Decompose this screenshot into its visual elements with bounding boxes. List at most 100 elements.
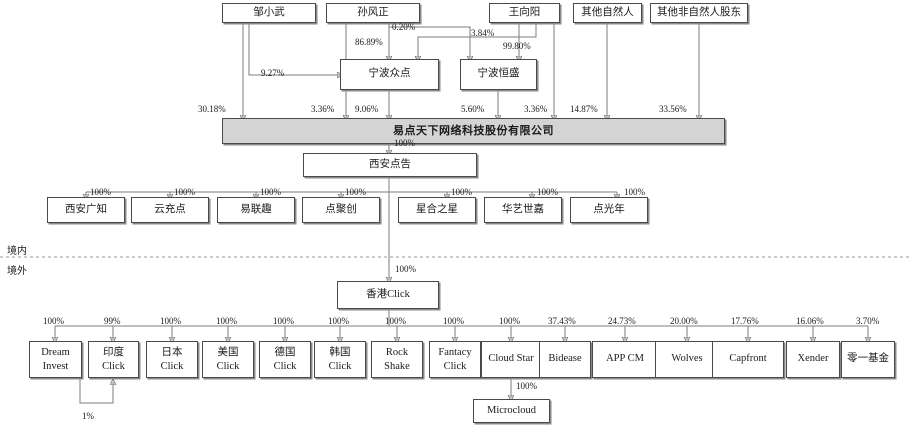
node-label-line1: Dream: [41, 347, 70, 359]
node-label-line2: Click: [273, 360, 297, 372]
node-shareholder-other-natural[interactable]: 其他自然人: [573, 3, 642, 23]
edge-label-offshore-14: 3.70%: [856, 316, 880, 326]
node-shareholder-sun[interactable]: 孙风正: [326, 3, 420, 23]
node-label-line1: 印度: [103, 347, 124, 359]
edge-label-zou-to-main: 30.18%: [198, 104, 226, 114]
edge-label-xian-diangao-to-hk: 100%: [395, 264, 416, 274]
node-label: 易点天下网络科技股份有限公司: [393, 124, 554, 137]
node-label-line1: 美国: [217, 347, 239, 359]
node-label-line1: Rock: [385, 347, 409, 359]
node-label-line1: Fantacy: [438, 347, 472, 359]
node-label: 香港Click: [366, 288, 410, 300]
edge-label-main-to-xian-diangao: 100%: [394, 138, 415, 148]
region-label-offshore: 境外: [7, 266, 27, 277]
node-main-company[interactable]: 易点天下网络科技股份有限公司: [222, 118, 725, 144]
node-offshore-bidease[interactable]: Bidease: [539, 341, 591, 378]
edge-label-zou-to-ningbo-zhongdian: 9.27%: [261, 68, 285, 78]
edge-label-wang-to-main: 3.36%: [524, 104, 548, 114]
node-label: Wolves: [671, 353, 703, 365]
edge-label-domestic-1: 100%: [174, 187, 195, 197]
node-label-line2: Click: [443, 360, 467, 372]
node-label: 王向阳: [508, 6, 541, 18]
node-label: 邹小武: [253, 6, 285, 18]
region-label-onshore: 境内: [7, 246, 27, 257]
edge-label-other-natural-to-main: 14.87%: [570, 104, 598, 114]
node-offshore-lingyi-fund[interactable]: 零一基金: [841, 341, 895, 378]
node-offshore-cloud-star[interactable]: Cloud Star: [481, 341, 541, 378]
edge-label-offshore-13: 16.06%: [796, 316, 824, 326]
node-offshore-dream-invest[interactable]: Dream Invest: [29, 341, 82, 378]
node-label: 西安点告: [369, 158, 411, 170]
node-ningbo-hengsheng[interactable]: 宁波恒盛: [460, 59, 537, 90]
node-label: Cloud Star: [488, 353, 534, 365]
node-label: 零一基金: [847, 353, 889, 365]
edge-label-offshore-1: 99%: [104, 316, 121, 326]
edge-label-cloud-star-to-microcloud: 100%: [516, 381, 537, 391]
edge-label-offshore-6: 100%: [385, 316, 406, 326]
node-label: 其他非自然人股东: [657, 6, 741, 18]
node-offshore-fantacy-click[interactable]: Fantacy Click: [429, 341, 481, 378]
node-label-line2: Click: [160, 360, 184, 372]
node-label-line2: Click: [216, 360, 240, 372]
node-shareholder-other-nonnatural[interactable]: 其他非自然人股东: [650, 3, 748, 23]
node-label: 点聚创: [325, 203, 357, 215]
node-label: 星合之星: [416, 203, 458, 215]
edge-label-ningbo-hengsheng-to-main: 5.60%: [461, 104, 485, 114]
node-offshore-capfront[interactable]: Capfront: [712, 341, 784, 378]
node-domestic-sub-dianjuchuang[interactable]: 点聚创: [302, 197, 380, 223]
edge-label-domestic-2: 100%: [260, 187, 281, 197]
edge-label-offshore-11: 20.00%: [670, 316, 698, 326]
node-offshore-india-click[interactable]: 印度 Click: [88, 341, 139, 378]
node-label-line2: Click: [102, 360, 125, 372]
node-domestic-sub-huayishijia[interactable]: 华艺世嘉: [484, 197, 562, 223]
node-offshore-wolves[interactable]: Wolves: [655, 341, 719, 378]
edge-label-domestic-6: 100%: [624, 187, 645, 197]
node-label: 孙风正: [357, 6, 389, 18]
node-shareholder-zou[interactable]: 邹小武: [222, 3, 316, 23]
node-offshore-usa-click[interactable]: 美国 Click: [202, 341, 254, 378]
edge-label-domestic-3: 100%: [345, 187, 366, 197]
edge-label-offshore-9: 37.43%: [548, 316, 576, 326]
node-xian-diangao[interactable]: 西安点告: [303, 153, 477, 177]
node-domestic-sub-xian-guangzhi[interactable]: 西安广知: [47, 197, 125, 223]
node-offshore-rock-shake[interactable]: Rock Shake: [371, 341, 423, 378]
node-label-line1: 德国: [274, 347, 296, 359]
node-shareholder-wang[interactable]: 王向阳: [489, 3, 560, 23]
edge-label-domestic-4: 100%: [451, 187, 472, 197]
node-label: Microcloud: [487, 404, 536, 416]
edge-label-wang-to-ningbo-zhongdian: 3.84%: [471, 28, 495, 38]
node-offshore-korea-click[interactable]: 韩国 Click: [314, 341, 366, 378]
node-label: 西安广知: [65, 203, 107, 215]
edge-label-offshore-7: 100%: [443, 316, 464, 326]
node-label-line2: Shake: [384, 360, 410, 372]
node-hongkong-click[interactable]: 香港Click: [337, 281, 439, 309]
edge-label-offshore-10: 24.73%: [608, 316, 636, 326]
edge-label-sun-to-ningbo-zhongdian: 86.89%: [355, 37, 383, 47]
node-offshore-japan-click[interactable]: 日本 Click: [146, 341, 198, 378]
node-label: Xender: [797, 353, 829, 365]
edge-label-offshore-4: 100%: [273, 316, 294, 326]
edge-label-offshore-2: 100%: [160, 316, 181, 326]
node-domestic-sub-yilianqu[interactable]: 易联趣: [217, 197, 295, 223]
edge-label-offshore-3: 100%: [216, 316, 237, 326]
edge-label-domestic-5: 100%: [537, 187, 558, 197]
node-label: 宁波恒盛: [477, 68, 520, 80]
node-offshore-xender[interactable]: Xender: [786, 341, 840, 378]
node-domestic-sub-yunchongdian[interactable]: 云充点: [131, 197, 209, 223]
edge-label-domestic-0: 100%: [90, 187, 111, 197]
edge-label-dream-to-india: 1%: [82, 411, 94, 421]
node-label: 点光年: [593, 203, 625, 215]
node-domestic-sub-dianguangnian[interactable]: 点光年: [570, 197, 648, 223]
node-ningbo-zhongdian[interactable]: 宁波众点: [340, 59, 439, 90]
node-label: Capfront: [729, 353, 767, 365]
node-domestic-sub-xinghezhixing[interactable]: 星合之星: [398, 197, 476, 223]
edge-label-other-nonnatural-to-main: 33.56%: [659, 104, 687, 114]
node-offshore-germany-click[interactable]: 德国 Click: [259, 341, 311, 378]
node-offshore-app-cm[interactable]: APP CM: [592, 341, 658, 378]
node-label: Bidease: [548, 353, 582, 365]
node-microcloud[interactable]: Microcloud: [473, 399, 550, 423]
edge-label-ningbo-zhongdian-to-main: 9.06%: [355, 104, 379, 114]
edge-label-wang-to-ningbo-hengsheng: 99.80%: [503, 41, 531, 51]
edge-label-offshore-12: 17.76%: [731, 316, 759, 326]
